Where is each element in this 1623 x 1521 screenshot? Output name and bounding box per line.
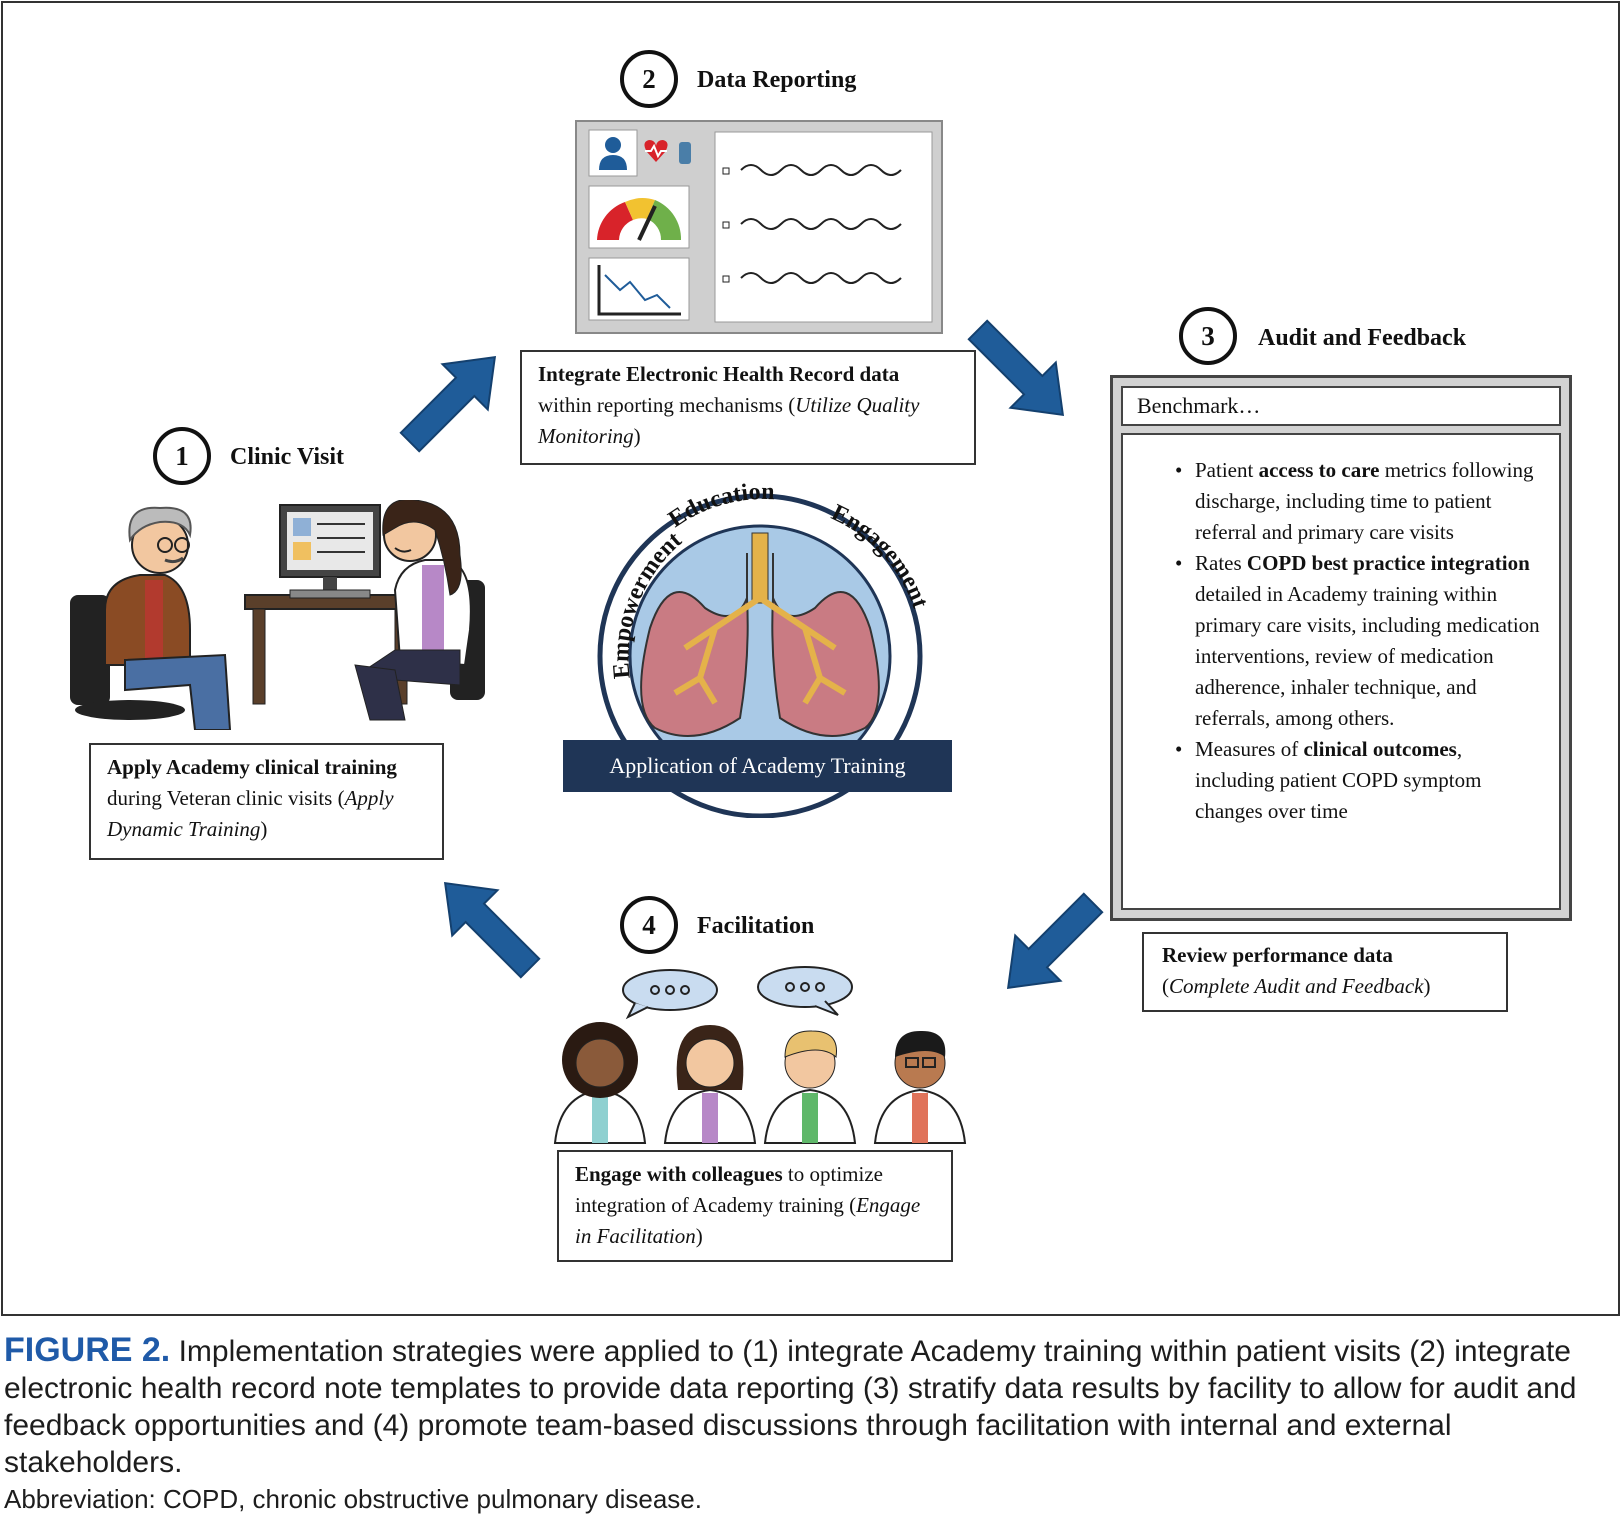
step-3-number: 3 [1201,320,1215,351]
review-box-italic: Complete Audit and Feedback [1169,974,1424,998]
clinician-3 [763,1030,857,1144]
metric-item: Measures of clinical outcomes, including… [1175,734,1545,827]
metric-1-bold: access to care [1258,458,1380,482]
clinic-box-bold: Apply Academy clinical training [107,755,397,779]
step-4-title: Facilitation [697,913,815,939]
data-box-bold: Integrate Electronic Health Record data [538,362,900,386]
benchmark-box: Benchmark… [1121,386,1561,426]
facilitation-box: Engage with colleagues to optimize integ… [557,1150,953,1262]
step-2-number: 2 [642,63,656,94]
step-3-title: Audit and Feedback [1258,325,1467,351]
speech-bubble-icon [622,969,718,1020]
data-reporting-box: Integrate Electronic Health Record data … [520,350,976,465]
clinician-1 [553,1022,647,1144]
copd-lungs-emblem: Empowerment Education Engagement [597,479,933,818]
metric-1-pre: Patient [1195,458,1259,482]
cycle-arrows [386,306,1117,1012]
abbreviation-note: Abbreviation: COPD, chronic obstructive … [4,1484,702,1514]
step-2-circle: 2 [620,50,678,108]
facilitation-box-bold: Engage with colleagues [575,1162,783,1186]
caption-label: FIGURE 2. [4,1331,171,1369]
figure-caption: FIGURE 2. Implementation strategies were… [4,1332,1616,1481]
facilitation-box-italic: Engage in Facilitation [575,1193,921,1248]
review-box-end: ) [1423,974,1431,998]
metric-3-pre: Measures of [1195,737,1304,761]
metric-2-bold: COPD best practice integration [1246,551,1530,575]
doctor-figure [354,500,485,721]
step-3-circle: 3 [1179,307,1237,365]
facilitation-box-end: ) [695,1224,703,1248]
review-box-text: ( [1162,974,1169,998]
clinic-box-text: during Veteran clinic visits ( [107,786,345,810]
trend-down-icon [588,257,690,321]
metric-item: Patient access to care metrics following… [1175,455,1545,548]
metric-3-bold: clinical outcomes [1303,737,1457,761]
patient-figure [70,506,232,730]
benchmark-metrics-box: Patient access to care metrics following… [1121,433,1561,910]
step-1-number: 1 [175,440,189,471]
figure-frame [1,1,1620,1316]
step-2-title: Data Reporting [697,67,857,93]
data-box-italic: Utilize Quality Monitoring [538,393,920,448]
data-reporting-dashboard [575,120,943,334]
clinic-box-end: ) [260,817,268,841]
audit-feedback-panel: Benchmark… Patient access to care metric… [1110,375,1572,921]
arrow-facilitation-to-clinic [421,859,554,992]
clinic-visit-illustration [70,500,485,730]
step-4-circle: 4 [620,896,678,954]
speech-bubble-icon [757,966,853,1016]
clinic-visit-box: Apply Academy clinical training during V… [89,743,444,860]
arrow-clinic-to-data [386,333,519,466]
review-box-bold: Review performance data [1162,943,1393,967]
metric-2-pre: Rates [1195,551,1247,575]
metric-2-post: detailed in Academy training within prim… [1195,582,1540,730]
clinician-4 [873,1030,967,1144]
step-4-number: 4 [642,909,656,940]
application-banner: Application of Academy Training [563,740,952,792]
desk-computer [244,504,416,705]
review-performance-box: Review performance data (Complete Audit … [1142,932,1508,1012]
facilitation-team-illustration [553,966,967,1144]
step-1-circle: 1 [153,427,211,485]
clinician-2 [663,1025,757,1144]
data-box-text: within reporting mechanisms ( [538,393,796,417]
clinic-box-italic: Apply Dynamic Training [107,786,394,841]
caption-text: Implementation strategies were applied t… [4,1335,1577,1479]
arrow-data-to-audit [954,306,1087,439]
metric-3-post: , including patient COPD symptom changes… [1195,737,1482,823]
data-box-end: ) [633,424,641,448]
facilitation-box-text: to optimize integration of Academy train… [575,1162,883,1217]
metric-item: Rates COPD best practice integration det… [1175,548,1545,734]
arrow-audit-to-facilitation [984,879,1117,1012]
metric-1-post: metrics following discharge, including t… [1195,458,1534,544]
iv-bag-icon [679,142,691,164]
step-1-title: Clinic Visit [230,444,345,470]
